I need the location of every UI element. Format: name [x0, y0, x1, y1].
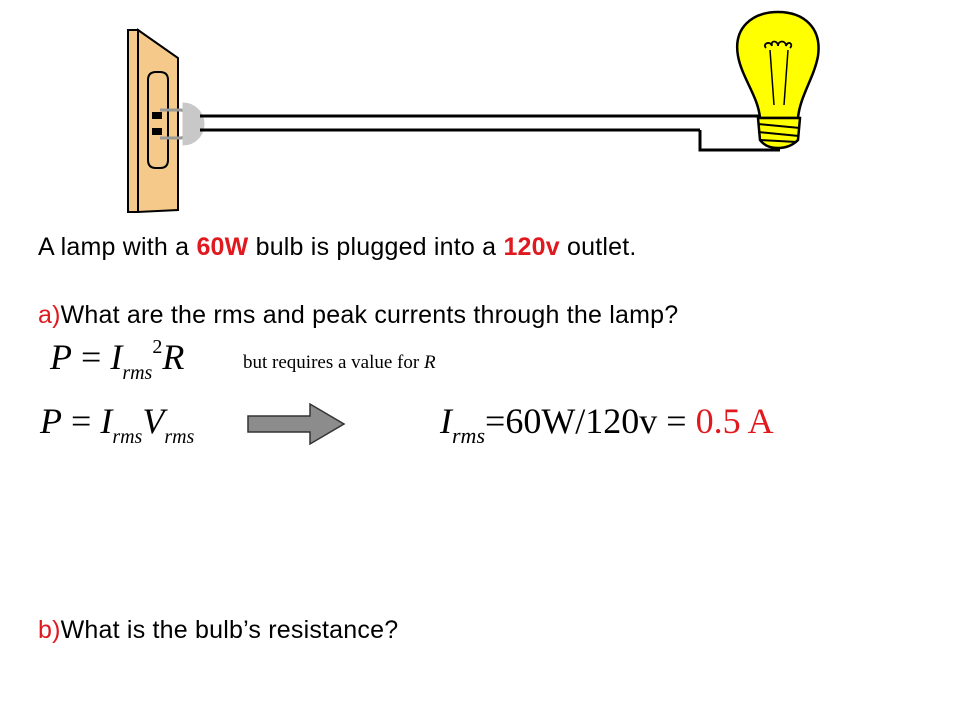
lamp-circuit-illustration: [127, 10, 820, 214]
voltage-value: 120v: [503, 233, 560, 261]
statement-text-1: A lamp with a: [38, 233, 197, 261]
question-b-marker: b): [38, 616, 61, 644]
equation-power-i-v: P = IrmsVrms: [40, 401, 195, 448]
statement-text-3: outlet.: [559, 233, 637, 261]
irms-result: Irms=60W/120v = 0.5 A: [440, 401, 774, 448]
question-b: b)What is the bulb’s resistance?: [38, 616, 398, 645]
plug: [152, 102, 205, 146]
question-b-text: What is the bulb’s resistance?: [60, 616, 399, 644]
equation-note: but requires a value for R: [243, 352, 436, 373]
statement-text-2: bulb is plugged into a: [248, 233, 504, 261]
equation-power-i-squared-r: P = Irms2R: [50, 336, 185, 384]
power-cord: [200, 114, 780, 152]
arrow-right-icon: [247, 402, 346, 446]
question-a-marker: a): [38, 301, 61, 329]
light-bulb: [735, 10, 820, 150]
question-a-text: What are the rms and peak currents throu…: [60, 301, 679, 329]
irms-answer: 0.5 A: [695, 401, 774, 441]
question-a: a)What are the rms and peak currents thr…: [38, 301, 678, 330]
wall-outlet: [127, 28, 179, 214]
power-value: 60W: [196, 233, 249, 261]
problem-statement: A lamp with a 60W bulb is plugged into a…: [38, 233, 637, 262]
